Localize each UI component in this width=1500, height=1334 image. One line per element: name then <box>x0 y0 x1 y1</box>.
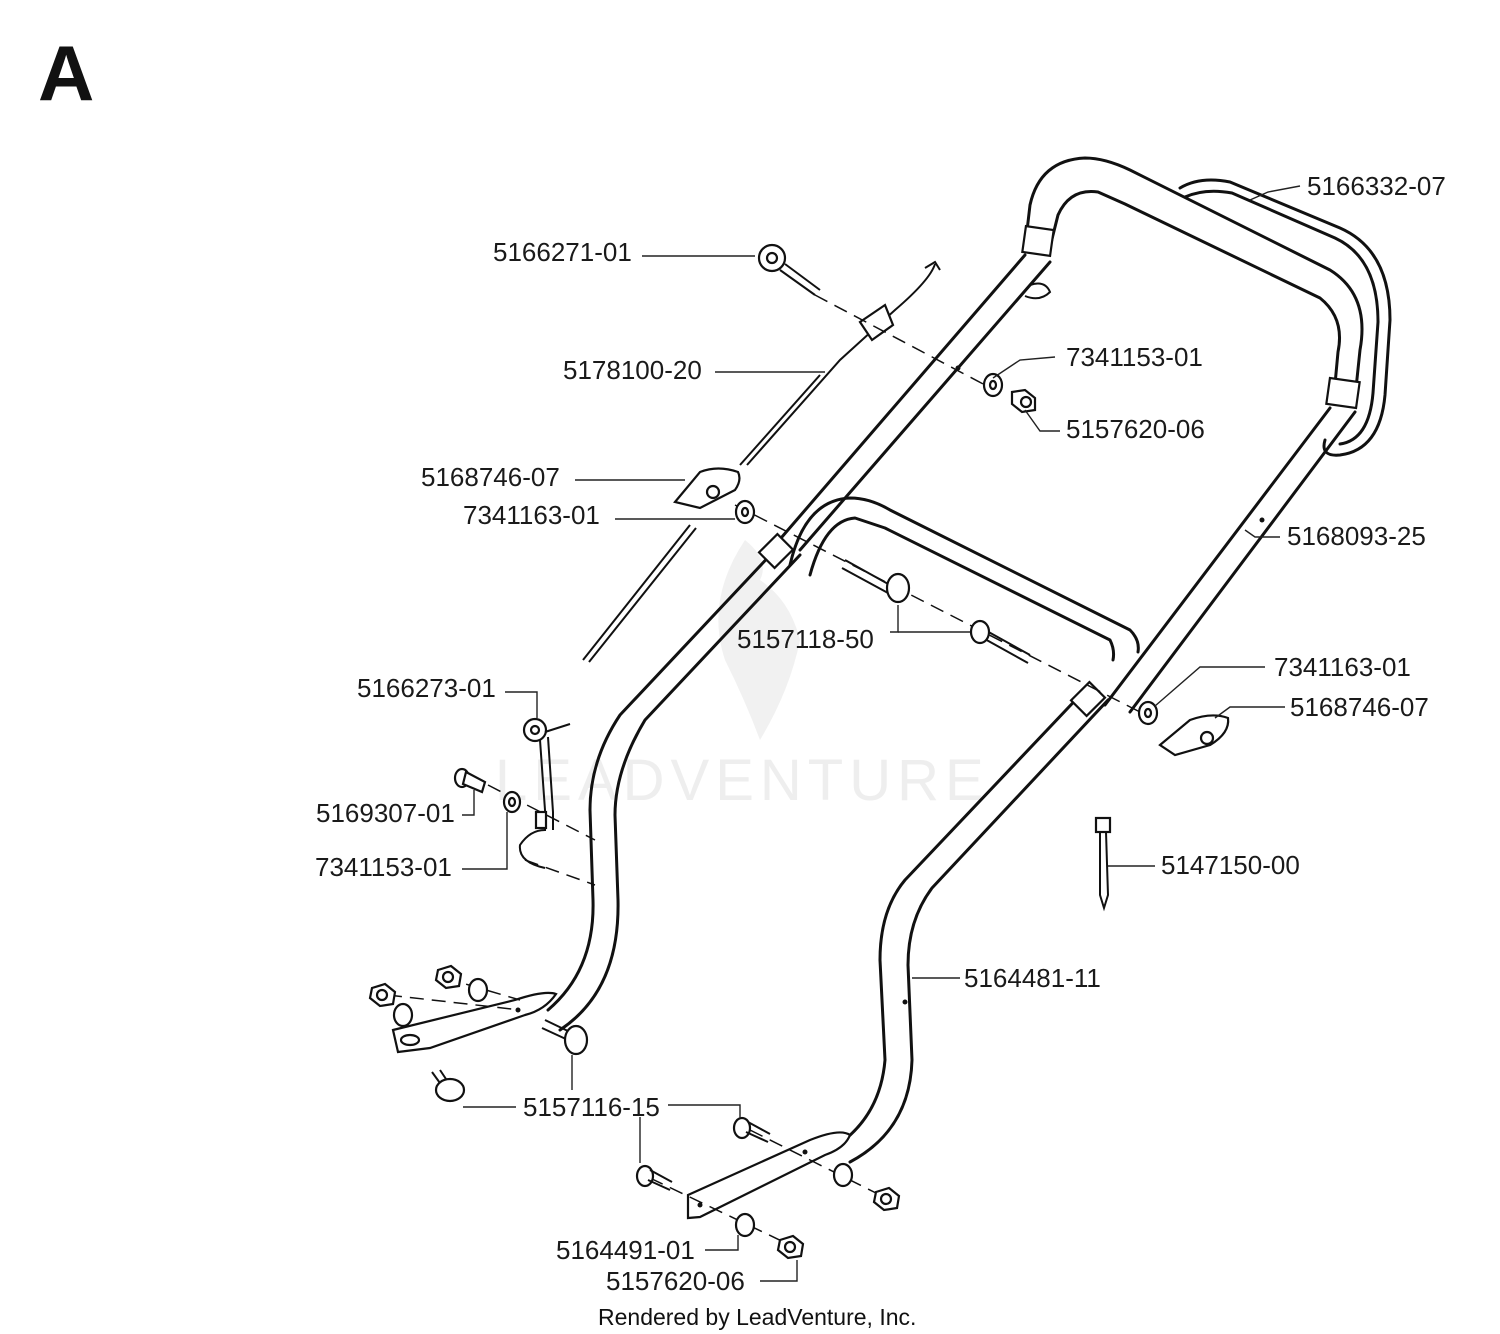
label-upper-handle: 5168093-25 <box>1287 521 1426 551</box>
lower-handle <box>546 496 1140 1164</box>
lower-bracket <box>686 1131 852 1220</box>
label-knob-left: 5168746-07 <box>421 462 560 492</box>
left-screw <box>453 767 522 814</box>
top-handle-bar <box>1178 178 1392 457</box>
leader-lines <box>462 185 1301 1282</box>
footer-credit: Rendered by LeadVenture, Inc. <box>598 1304 916 1330</box>
left-rod <box>518 717 571 869</box>
right-lower-hardware <box>635 1116 901 1260</box>
watermark-text: LEADVENTURE <box>495 748 990 813</box>
label-top-handle: 5166332-07 <box>1307 171 1446 201</box>
left-knob <box>673 467 756 525</box>
label-rod-left: 5166273-01 <box>357 673 496 703</box>
label-bolt-center: 5157118-50 <box>737 624 874 654</box>
label-cable-tie: 5147150-00 <box>1161 850 1300 880</box>
upper-handle <box>773 156 1364 714</box>
center-bolts <box>841 559 1031 664</box>
top-washer-nut <box>982 372 1037 414</box>
label-knob-right: 5168746-07 <box>1290 692 1429 722</box>
label-control-cable: 5178100-20 <box>563 355 702 385</box>
cable-eye-bolt <box>757 243 821 296</box>
cable-tie <box>1094 816 1112 912</box>
watermark: LEADVENTURE <box>495 540 990 813</box>
label-washer-right: 7341163-01 <box>1274 652 1411 682</box>
label-carriage-bolt: 5157116-15 <box>523 1092 660 1122</box>
control-cable <box>582 260 941 663</box>
label-cable-eye: 5166271-01 <box>493 237 632 267</box>
label-lower-handle: 5164481-11 <box>964 963 1101 993</box>
section-letter: A <box>38 29 94 117</box>
left-lower-plate <box>391 991 558 1054</box>
label-nut-bottom: 5157620-06 <box>606 1266 745 1296</box>
label-washer-left: 7341163-01 <box>463 500 600 530</box>
right-knob <box>1137 700 1230 757</box>
label-washer-left-low: 7341153-01 <box>315 852 452 882</box>
label-washer-top: 7341153-01 <box>1066 342 1203 372</box>
label-nut-top: 5157620-06 <box>1066 414 1205 444</box>
left-lower-hardware <box>368 964 589 1103</box>
label-bracket: 5164491-01 <box>556 1235 695 1265</box>
label-screw-left: 5169307-01 <box>316 798 455 828</box>
